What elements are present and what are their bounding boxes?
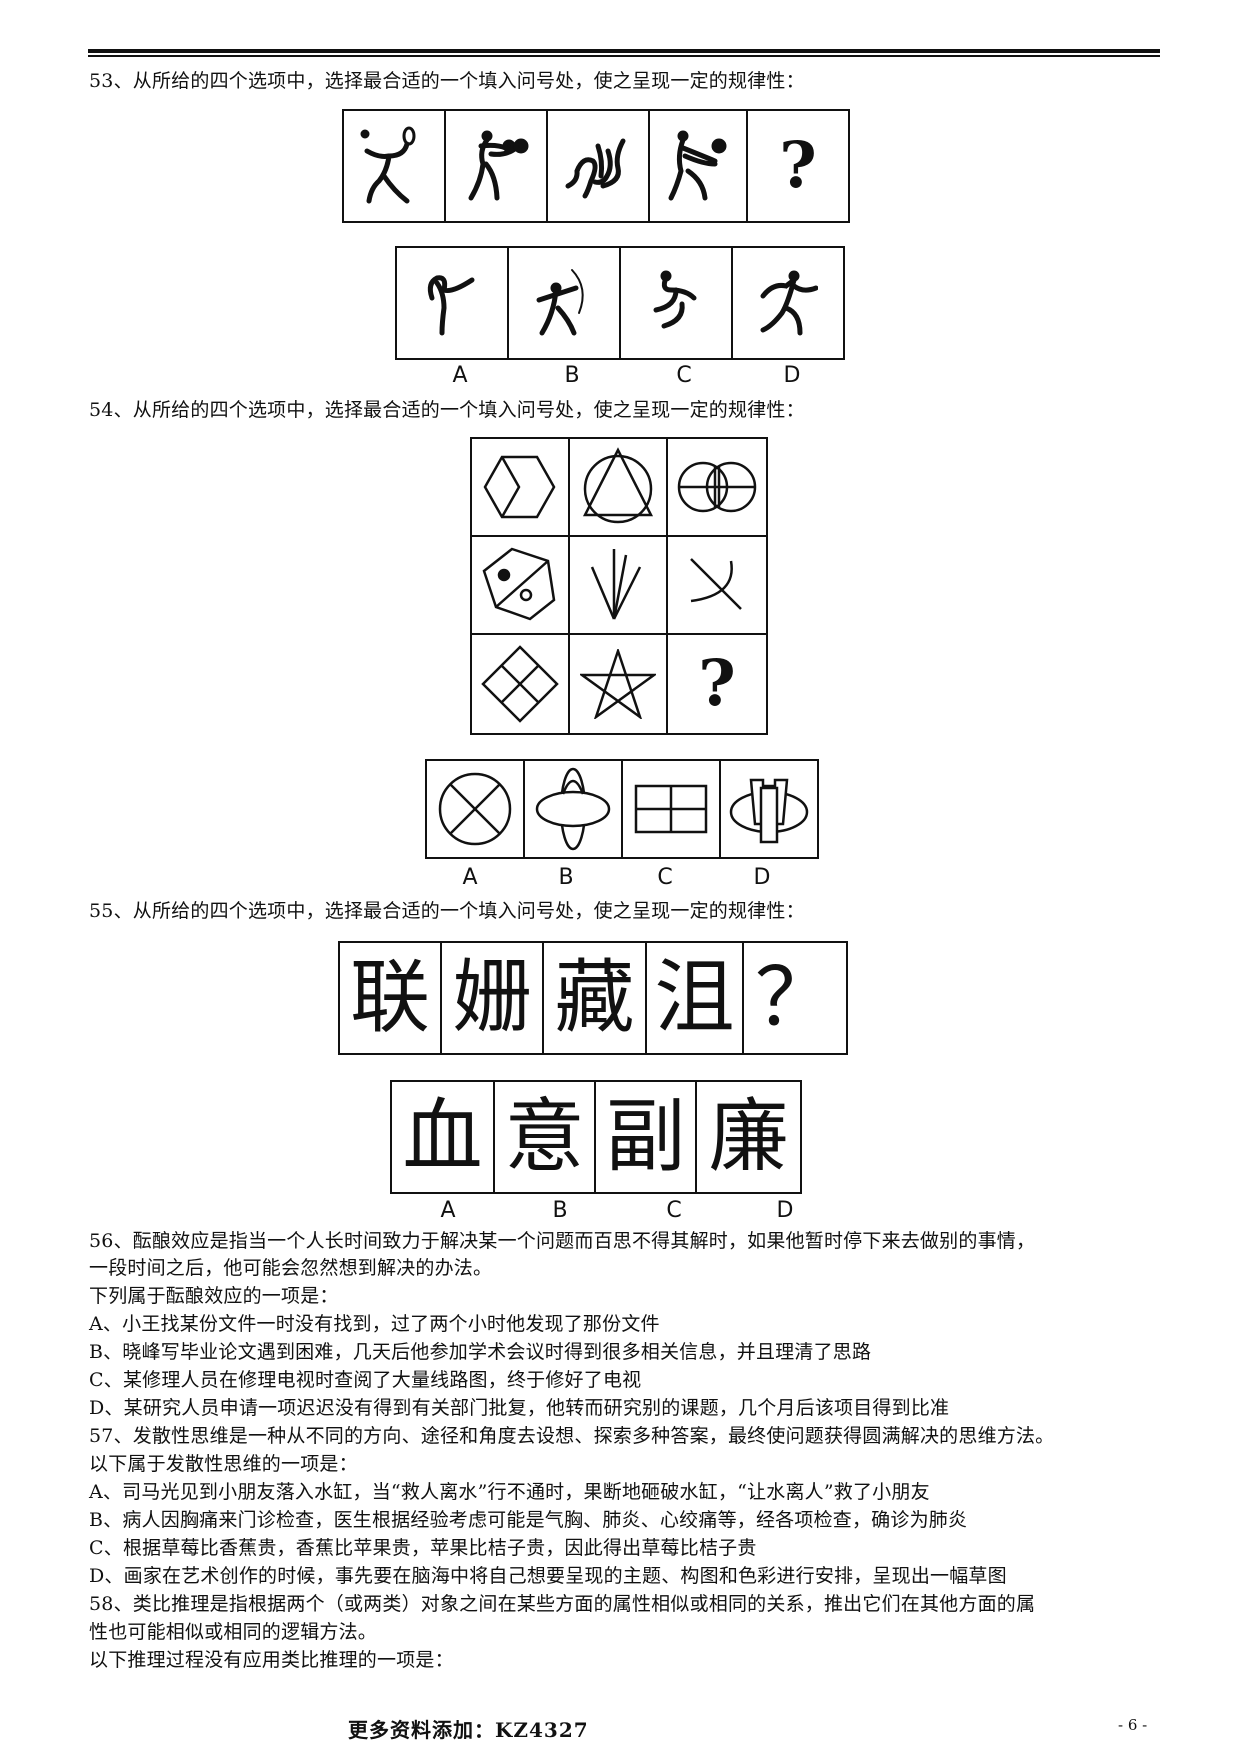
boxing-pictogram-icon <box>446 111 548 221</box>
question-mark: ? <box>698 646 736 721</box>
q54-option-b-label[interactable]: B <box>558 865 574 890</box>
sequence-char: 姗 <box>442 943 544 1053</box>
q55-option-b-label[interactable]: B <box>552 1198 568 1223</box>
q53-sequence: ? <box>342 109 850 223</box>
ellipse-with-bracket-icon[interactable] <box>721 761 817 857</box>
q53-prompt: 53、从所给的四个选项中，选择最合适的一个填入问号处，使之呈现一定的规律性： <box>89 70 805 92</box>
gymnastics-pictogram-icon[interactable] <box>621 248 733 358</box>
q56-definition-line1: 56、酝酿效应是指当一个人长时间致力于解决某一个问题而百思不得其解时，如果他暂时… <box>89 1230 1036 1252</box>
circle-with-triangle-icon <box>570 439 668 537</box>
q56-option-a[interactable]: A、小王找某份文件一时没有找到，过了两个小时他发现了那份文件 <box>89 1313 660 1335</box>
q56-option-d[interactable]: D、某研究人员申请一项迟迟没有得到有关部门批复，他转而研究别的课题，几个月后该项… <box>89 1397 950 1419</box>
rectangle-grid-icon[interactable] <box>623 761 721 857</box>
q54-option-d-label[interactable]: D <box>753 865 771 890</box>
q55-option-c-label[interactable]: C <box>666 1198 682 1223</box>
q55-options: 血 意 副 廉 <box>390 1080 802 1194</box>
q53-option-c-label[interactable]: C <box>676 363 692 388</box>
q55-sequence: 联 姗 藏 沮 ？ <box>338 941 848 1055</box>
taekwondo-pictogram-icon[interactable] <box>397 248 509 358</box>
q55-option-d-label[interactable]: D <box>776 1198 794 1223</box>
volleyball-pictogram-icon <box>650 111 748 221</box>
hexagon-with-rhombus-icon <box>472 439 570 537</box>
page-number: - 6 - <box>1118 1716 1148 1734</box>
q55-option-d[interactable]: 廉 <box>708 1090 789 1183</box>
q54-options <box>425 759 819 859</box>
q54-option-c-label[interactable]: C <box>657 865 673 890</box>
q55-option-b[interactable]: 意 <box>495 1082 596 1192</box>
sequence-char: 联 <box>340 943 442 1053</box>
q53-options <box>395 246 845 360</box>
q57-option-a[interactable]: A、司马光见到小朋友落入水缸，当“救人离水”行不通时，果断地砸破水缸，“让水离人… <box>89 1481 930 1503</box>
line-and-curve-cross-icon <box>668 537 766 635</box>
q56-definition-line2: 一段时间之后，他可能会忽然想到解决的办法。 <box>89 1257 493 1279</box>
question-mark: ？ <box>755 951 835 1044</box>
two-circles-with-lines-icon <box>668 439 766 537</box>
pentagram-icon <box>570 635 668 733</box>
q56-option-b[interactable]: B、晓峰写毕业论文遇到困难，几天后他参加学术会议时得到很多相关信息，并且理清了思… <box>89 1341 872 1363</box>
q53-option-a-label[interactable]: A <box>452 363 468 388</box>
crossed-ellipses-icon[interactable] <box>525 761 623 857</box>
q55-prompt: 55、从所给的四个选项中，选择最合适的一个填入问号处，使之呈现一定的规律性： <box>89 900 805 922</box>
running-pictogram-icon[interactable] <box>733 248 843 358</box>
question-mark: ? <box>779 128 817 203</box>
archery-pictogram-icon[interactable] <box>509 248 621 358</box>
q53-option-b-label[interactable]: B <box>564 363 580 388</box>
judo-pictogram-icon <box>548 111 650 221</box>
rhombus-grid-icon <box>472 635 570 733</box>
q57-ask: 以下属于发散性思维的一项是： <box>89 1453 358 1475</box>
q57-definition: 57、发散性思维是一种从不同的方向、途径和角度去设想、探索多种答案，最终使问题获… <box>89 1425 1055 1447</box>
q58-definition-line2: 性也可能相似或相同的逻辑方法。 <box>89 1621 378 1643</box>
q55-option-a-label[interactable]: A <box>440 1198 456 1223</box>
q58-definition-line1: 58、类比推理是指根据两个（或两类）对象之间在某些方面的属性相似或相同的关系，推… <box>89 1593 1036 1615</box>
q54-option-a-label[interactable]: A <box>462 865 478 890</box>
q56-ask: 下列属于酝酿效应的一项是： <box>89 1285 339 1307</box>
q58-ask: 以下推理过程没有应用类比推理的一项是： <box>89 1649 454 1671</box>
q57-option-c[interactable]: C、根据草莓比香蕉贵，香蕉比苹果贵，苹果比桔子贵，因此得出草莓比桔子贵 <box>89 1537 757 1559</box>
q56-option-c[interactable]: C、某修理人员在修理电视时查阅了大量线路图，终于修好了电视 <box>89 1369 642 1391</box>
badminton-pictogram-icon <box>344 111 446 221</box>
q57-option-b[interactable]: B、病人因胸痛来门诊检查，医生根据经验考虑可能是气胸、肺炎、心绞痛等，经各项检查… <box>89 1509 968 1531</box>
circle-with-x-icon[interactable] <box>427 761 525 857</box>
header-rule-thick <box>88 49 1160 53</box>
q53-option-d-label[interactable]: D <box>783 363 801 388</box>
q54-prompt: 54、从所给的四个选项中，选择最合适的一个填入问号处，使之呈现一定的规律性： <box>89 399 805 421</box>
header-rule-thin <box>88 55 1160 57</box>
heptagon-with-dots-icon <box>472 537 570 635</box>
q55-option-c[interactable]: 副 <box>596 1082 697 1192</box>
q54-figure-grid: ? <box>470 437 768 735</box>
sequence-char: 沮 <box>647 943 744 1053</box>
three-lines-fan-icon <box>570 537 668 635</box>
q55-option-a[interactable]: 血 <box>392 1082 495 1192</box>
footer-note: 更多资料添加：KZ4327 <box>348 1718 589 1742</box>
q57-option-d[interactable]: D、画家在艺术创作的时候，事先要在脑海中将自己想要呈现的主题、构图和色彩进行安排… <box>89 1565 1007 1587</box>
sequence-char: 藏 <box>544 943 647 1053</box>
